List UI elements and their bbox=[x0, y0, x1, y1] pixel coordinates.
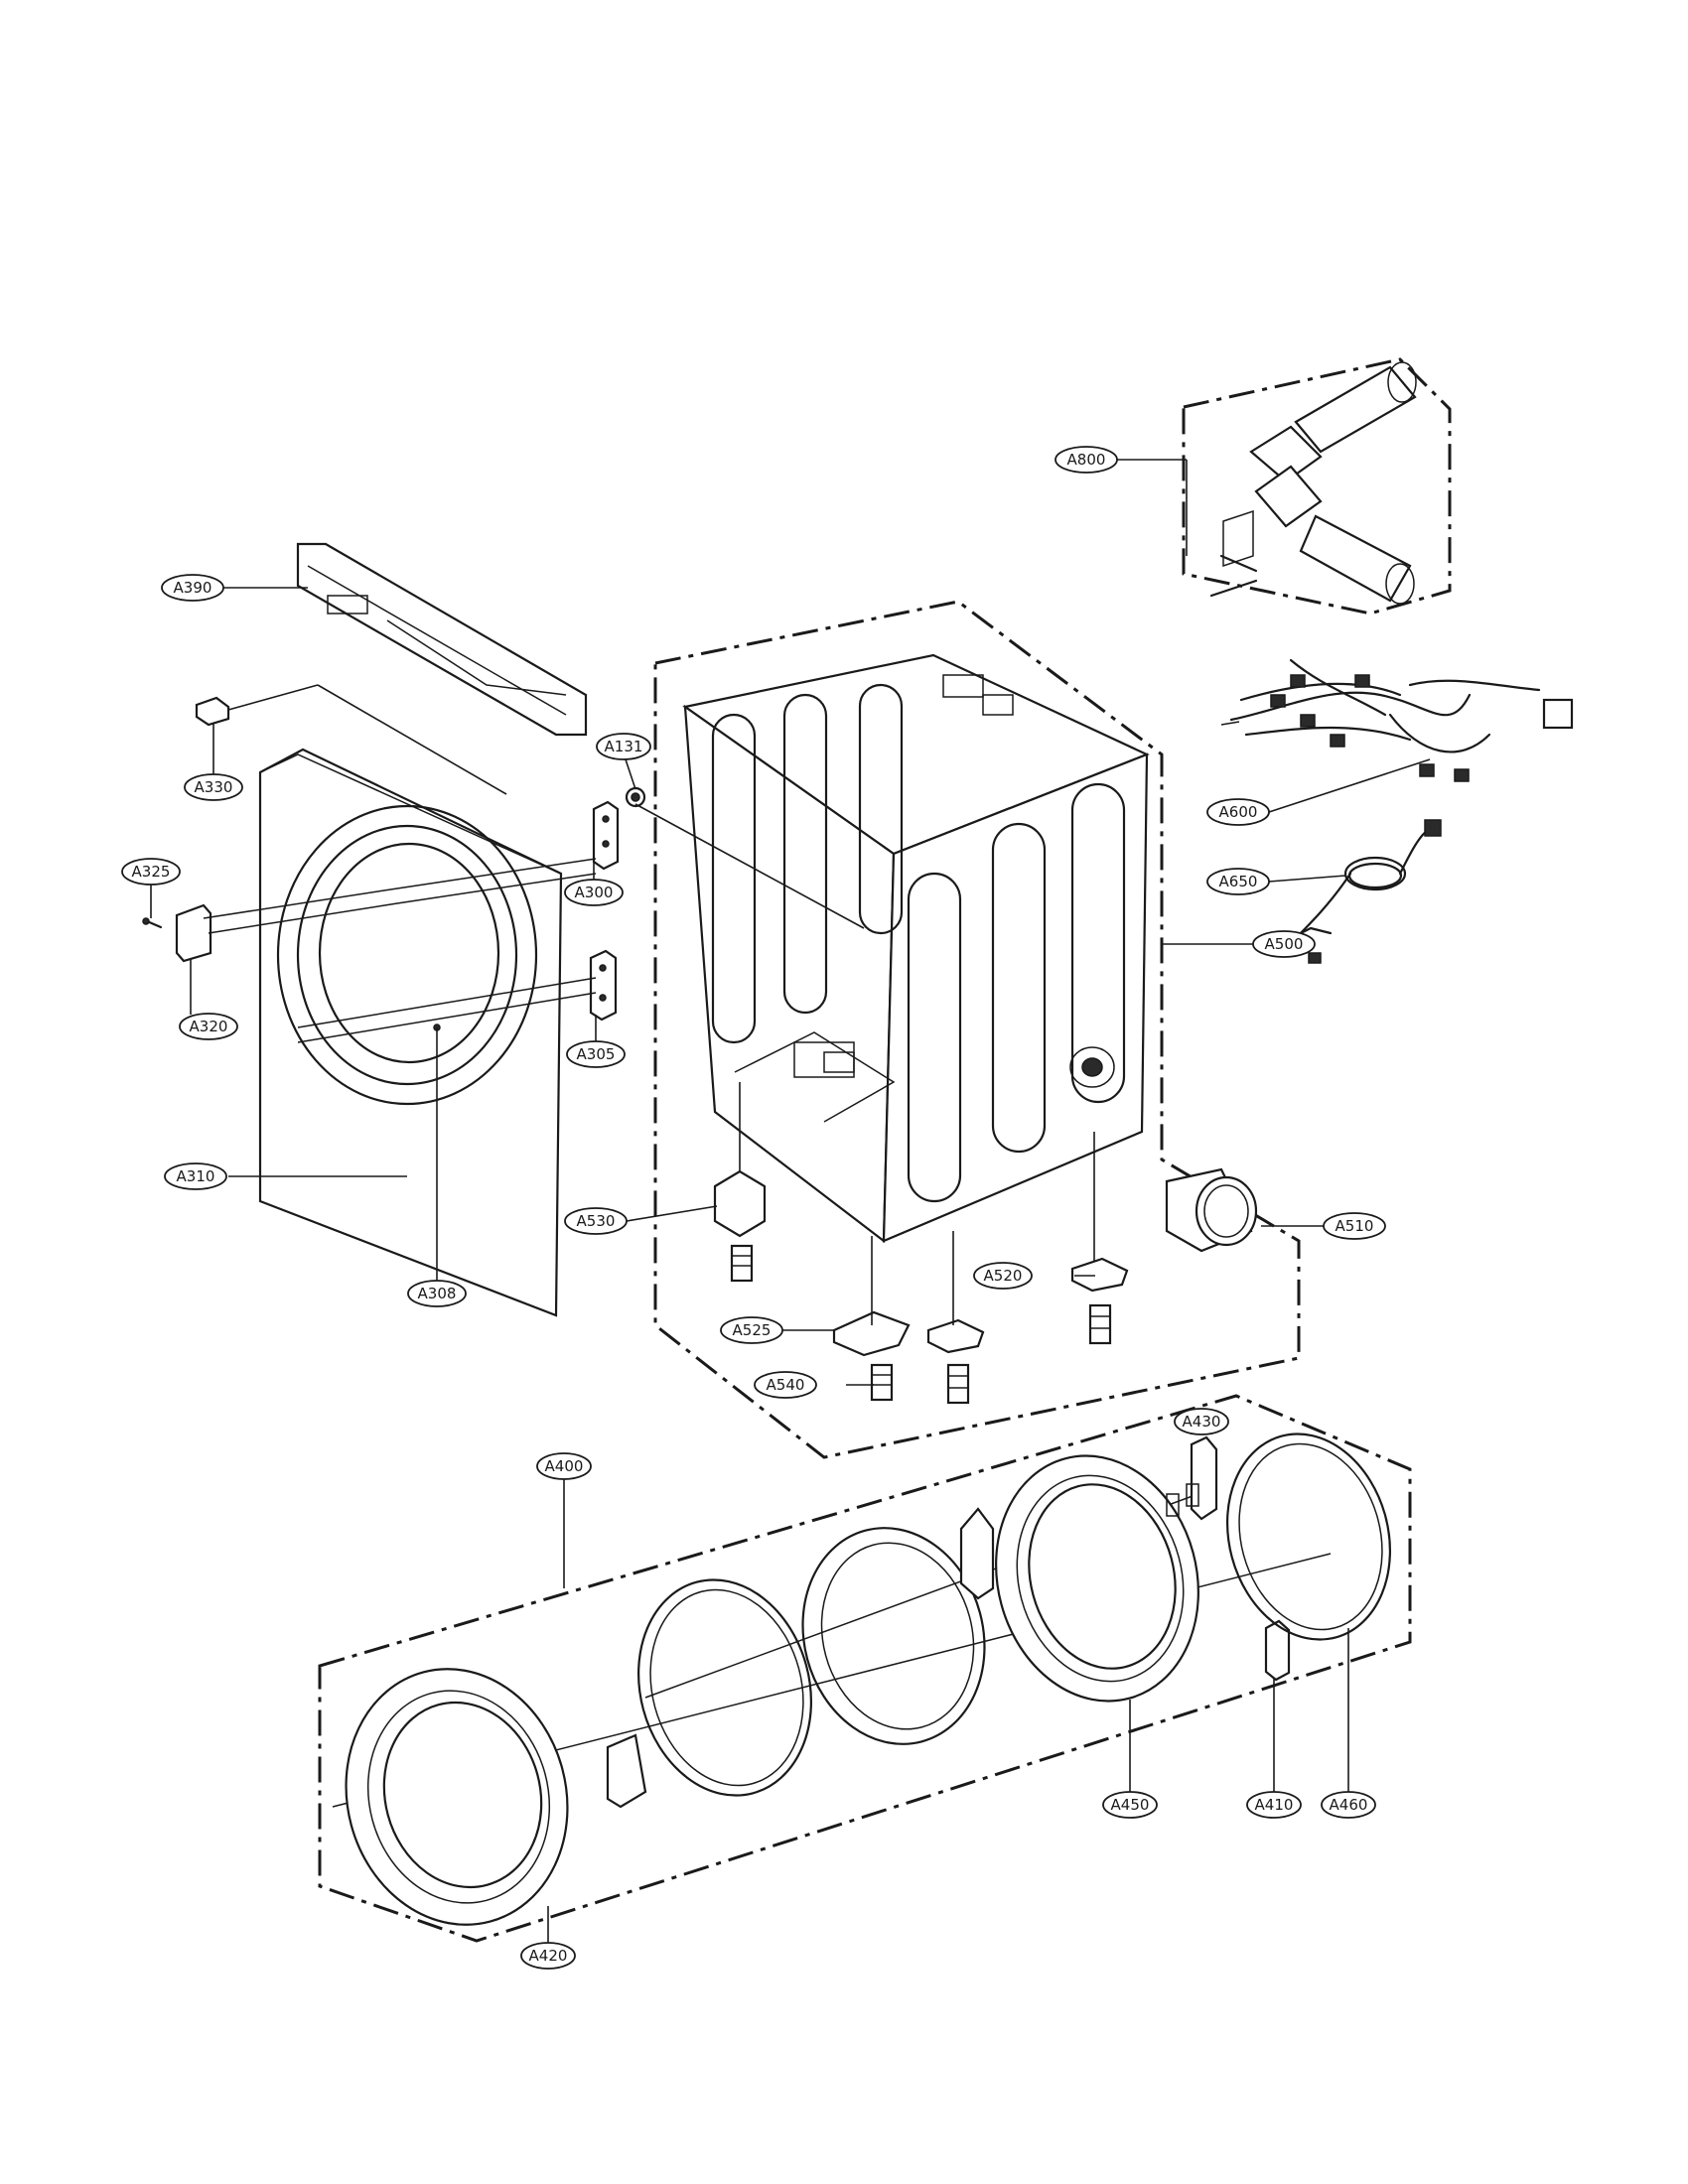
callout-a410: A410 bbox=[1246, 1791, 1302, 1819]
wire-harness bbox=[1220, 658, 1574, 782]
callout-a390: A390 bbox=[161, 574, 224, 602]
callout-a305: A305 bbox=[566, 1040, 626, 1068]
top-panel bbox=[296, 542, 588, 737]
callout-a390-label: A390 bbox=[174, 579, 212, 597]
callout-a540-label: A540 bbox=[767, 1376, 805, 1394]
callout-a520-label: A520 bbox=[984, 1267, 1023, 1285]
callout-a305-label: A305 bbox=[577, 1045, 616, 1063]
callout-a300: A300 bbox=[564, 879, 624, 906]
callout-a650-label: A650 bbox=[1219, 873, 1258, 890]
callout-a310: A310 bbox=[164, 1162, 227, 1190]
callout-a510: A510 bbox=[1323, 1212, 1386, 1240]
callout-a500-label: A500 bbox=[1265, 935, 1304, 953]
callout-a320-label: A320 bbox=[190, 1018, 228, 1035]
callout-a131: A131 bbox=[596, 733, 651, 760]
duct-group-boundary bbox=[1182, 357, 1452, 615]
callout-a430: A430 bbox=[1174, 1408, 1229, 1435]
callout-a410-label: A410 bbox=[1255, 1796, 1294, 1814]
duct-assembly bbox=[1209, 361, 1417, 605]
callout-a530: A530 bbox=[564, 1207, 628, 1235]
callout-a600-label: A600 bbox=[1219, 803, 1258, 821]
callout-a310-label: A310 bbox=[177, 1167, 215, 1185]
callout-a600: A600 bbox=[1206, 798, 1270, 826]
callout-a450-label: A450 bbox=[1111, 1796, 1150, 1814]
callout-a330: A330 bbox=[184, 773, 243, 801]
callout-a510-label: A510 bbox=[1336, 1217, 1374, 1235]
callout-a330-label: A330 bbox=[195, 778, 233, 796]
cabinet-group-boundary bbox=[653, 600, 1301, 1459]
callout-a530-label: A530 bbox=[577, 1212, 616, 1230]
exhaust-duct bbox=[1165, 1167, 1258, 1253]
callout-a131-label: A131 bbox=[605, 738, 643, 755]
callout-a430-label: A430 bbox=[1183, 1413, 1221, 1431]
callout-a460: A460 bbox=[1321, 1791, 1376, 1819]
callout-a650: A650 bbox=[1206, 868, 1270, 895]
callout-a320: A320 bbox=[179, 1013, 238, 1040]
callout-a300-label: A300 bbox=[575, 884, 614, 901]
front-panel bbox=[258, 748, 563, 1317]
door-assembly bbox=[332, 1433, 1392, 1926]
callout-a308-label: A308 bbox=[418, 1285, 457, 1302]
callout-a420: A420 bbox=[520, 1942, 576, 1970]
callout-a400: A400 bbox=[536, 1452, 592, 1480]
callout-a500: A500 bbox=[1252, 930, 1316, 958]
callout-a325: A325 bbox=[121, 858, 181, 886]
cabinet bbox=[682, 653, 1150, 1244]
callout-a325-label: A325 bbox=[132, 863, 171, 881]
callout-a525: A525 bbox=[720, 1316, 783, 1344]
hinge-and-latch-hardware bbox=[142, 696, 646, 1043]
callout-a460-label: A460 bbox=[1330, 1796, 1368, 1814]
callout-a400-label: A400 bbox=[545, 1457, 584, 1475]
leveling-feet bbox=[713, 1169, 1129, 1405]
callout-a420-label: A420 bbox=[529, 1947, 568, 1965]
callout-a450: A450 bbox=[1102, 1791, 1158, 1819]
callout-a800-label: A800 bbox=[1067, 451, 1106, 469]
callout-a520: A520 bbox=[973, 1262, 1033, 1290]
callout-a800: A800 bbox=[1055, 446, 1118, 474]
door-group-boundary bbox=[318, 1394, 1412, 1943]
callout-a540: A540 bbox=[754, 1371, 817, 1399]
callout-a525-label: A525 bbox=[733, 1321, 772, 1339]
callout-a308: A308 bbox=[407, 1280, 467, 1307]
